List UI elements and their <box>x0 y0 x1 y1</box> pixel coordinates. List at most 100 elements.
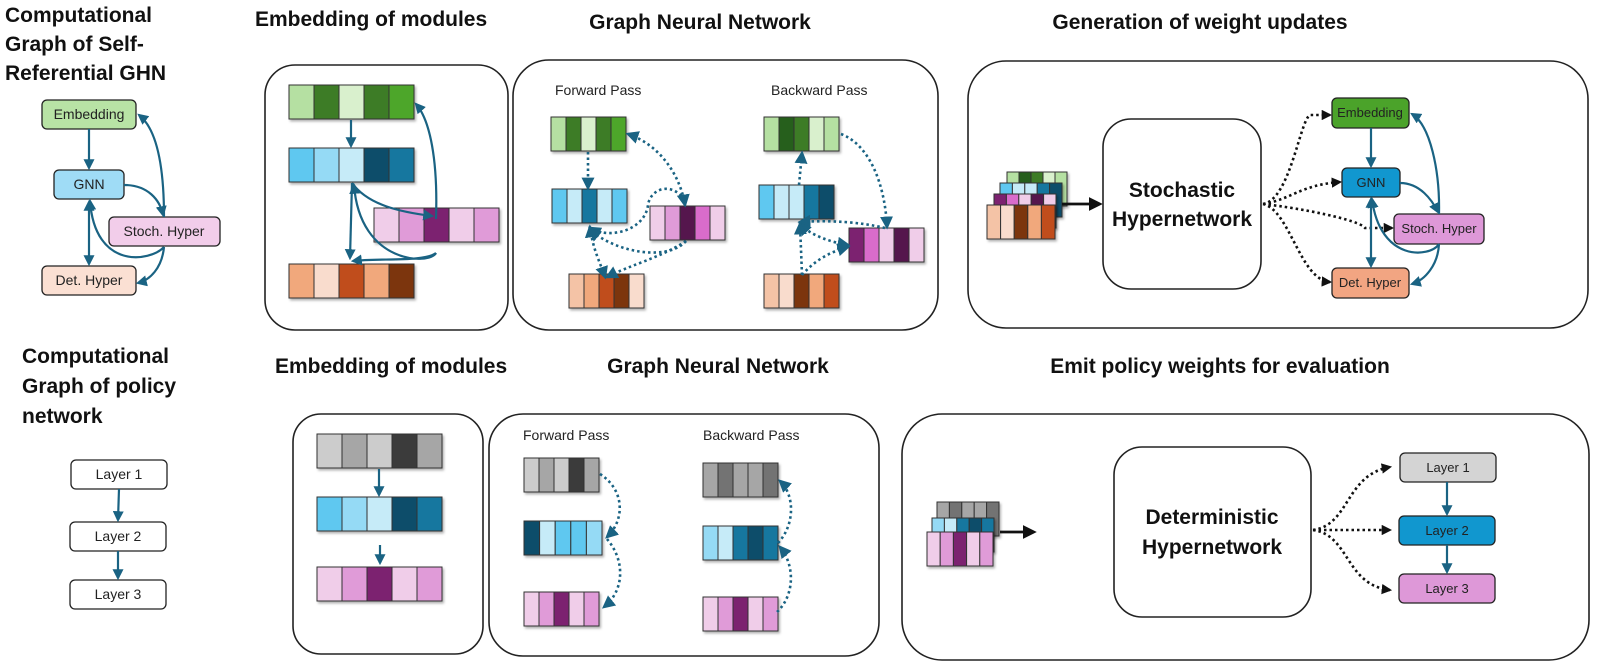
dotted-arrow <box>1262 177 1343 206</box>
vector-cell <box>553 457 570 493</box>
vector-cell <box>583 273 600 309</box>
arrow <box>350 252 437 266</box>
dotted-arrow <box>599 472 621 539</box>
bottom-embedding-title: Embedding of modules <box>275 355 507 378</box>
vector-cell <box>793 116 810 152</box>
vector-cell <box>702 525 719 561</box>
vector-cell <box>679 205 696 241</box>
vector-cell <box>1000 204 1015 240</box>
bottom-forward-label: Forward Pass <box>523 427 609 443</box>
arrow-stoch-to-embedding <box>137 113 166 218</box>
stacked-vector <box>986 204 1056 240</box>
vector-cell <box>1040 204 1056 240</box>
backward-vector-layer-3 <box>702 596 779 632</box>
vector-cell <box>580 116 597 152</box>
title-line: Graph of Self- <box>5 33 144 56</box>
bottom-embedding-stack <box>926 501 1000 567</box>
backward-vector-det <box>763 273 840 309</box>
vector-cell <box>391 433 418 469</box>
arrow <box>1399 181 1439 214</box>
vector-cell <box>388 147 415 183</box>
vector-cell <box>523 457 540 493</box>
self-referential-ghn-graph: Embedding GNN Stoch. Hyper Det. Hyper <box>41 99 221 296</box>
vector-cell <box>763 116 780 152</box>
vector-cell <box>717 525 734 561</box>
arrow-gnn-to-stoch <box>123 183 167 218</box>
vector-cell <box>926 531 941 567</box>
policy-network-graph: Layer 1 Layer 2 Layer 3 <box>69 459 168 610</box>
bottom-gnn-arrows <box>599 472 793 613</box>
node-layer-3-label: Layer 3 <box>1425 581 1468 596</box>
dotted-arrow <box>588 228 687 254</box>
dotted-arrow <box>584 224 608 280</box>
stochastic-hypernetwork-box[interactable] <box>1102 118 1262 290</box>
vector-cell <box>952 531 968 567</box>
vector-cell <box>539 520 556 556</box>
vector-cell <box>788 184 805 220</box>
vector-cell <box>363 147 390 183</box>
deterministic-hypernetwork-label: Deterministic <box>1145 506 1278 529</box>
vector-cell <box>598 273 615 309</box>
vector-cell <box>338 84 365 120</box>
stochastic-hypernetwork-label: Hypernetwork <box>1112 208 1252 231</box>
vector-cell <box>338 147 365 183</box>
vector-cell <box>583 457 600 493</box>
vector-cell <box>568 457 585 493</box>
vector-cell <box>448 207 475 243</box>
top-gnn-vectors <box>550 116 925 309</box>
vector-cell <box>709 205 726 241</box>
vector-cell <box>366 496 393 532</box>
title-line: Referential GHN <box>5 62 166 85</box>
vector-cell <box>416 496 443 532</box>
node-layer-2-label: Layer 2 <box>95 528 142 544</box>
vector-cell <box>568 273 585 309</box>
vector-cell <box>732 462 749 498</box>
vector-cell <box>363 84 390 120</box>
vector-cell <box>979 531 994 567</box>
vector-cell <box>823 116 840 152</box>
embedding-vector-layer-3 <box>316 566 443 602</box>
bottom-backward-label: Backward Pass <box>703 427 799 443</box>
vector-cell <box>538 457 555 493</box>
top-forward-label: Forward Pass <box>555 82 641 98</box>
vector-cell <box>568 591 585 627</box>
vector-cell <box>702 462 719 498</box>
vector-cell <box>778 116 795 152</box>
vector-cell <box>763 273 780 309</box>
vector-cell <box>893 227 910 263</box>
node-layer-1-label: Layer 1 <box>1426 460 1469 475</box>
backward-vector-stoch <box>848 227 925 263</box>
vector-cell <box>717 596 734 632</box>
forward-vector-layer-1 <box>523 457 600 493</box>
vector-cell <box>808 116 825 152</box>
top-backward-label: Backward Pass <box>771 82 867 98</box>
vector-cell <box>581 188 598 224</box>
dotted-arrow <box>1262 109 1333 206</box>
vector-cell <box>313 147 340 183</box>
embedding-vector-layer-1 <box>316 433 443 469</box>
vector-cell <box>316 566 343 602</box>
dotted-arrow <box>801 243 851 276</box>
node-layer-2-label: Layer 2 <box>1425 523 1468 538</box>
forward-vector-layer-3 <box>523 591 600 627</box>
backward-vector-layer-2 <box>702 525 779 561</box>
backward-vector-layer-1 <box>702 462 779 498</box>
deterministic-hypernetwork-box[interactable] <box>1113 446 1312 618</box>
vector-cell <box>391 566 418 602</box>
arrow <box>344 182 356 261</box>
title-line: network <box>22 405 103 428</box>
bottom-gnn-title: Graph Neural Network <box>607 355 829 378</box>
vector-cell <box>341 566 368 602</box>
vector-cell <box>758 184 775 220</box>
vector-cell <box>288 84 315 120</box>
dotted-arrow <box>797 214 886 230</box>
arrow <box>1409 243 1441 287</box>
vector-cell <box>610 116 627 152</box>
vector-cell <box>986 204 1002 240</box>
vector-cell <box>473 207 500 243</box>
vector-cell <box>523 520 541 556</box>
vector-cell <box>583 591 600 627</box>
vector-cell <box>363 263 390 299</box>
node-gnn-label: GNN <box>73 176 104 192</box>
vector-cell <box>762 462 779 498</box>
